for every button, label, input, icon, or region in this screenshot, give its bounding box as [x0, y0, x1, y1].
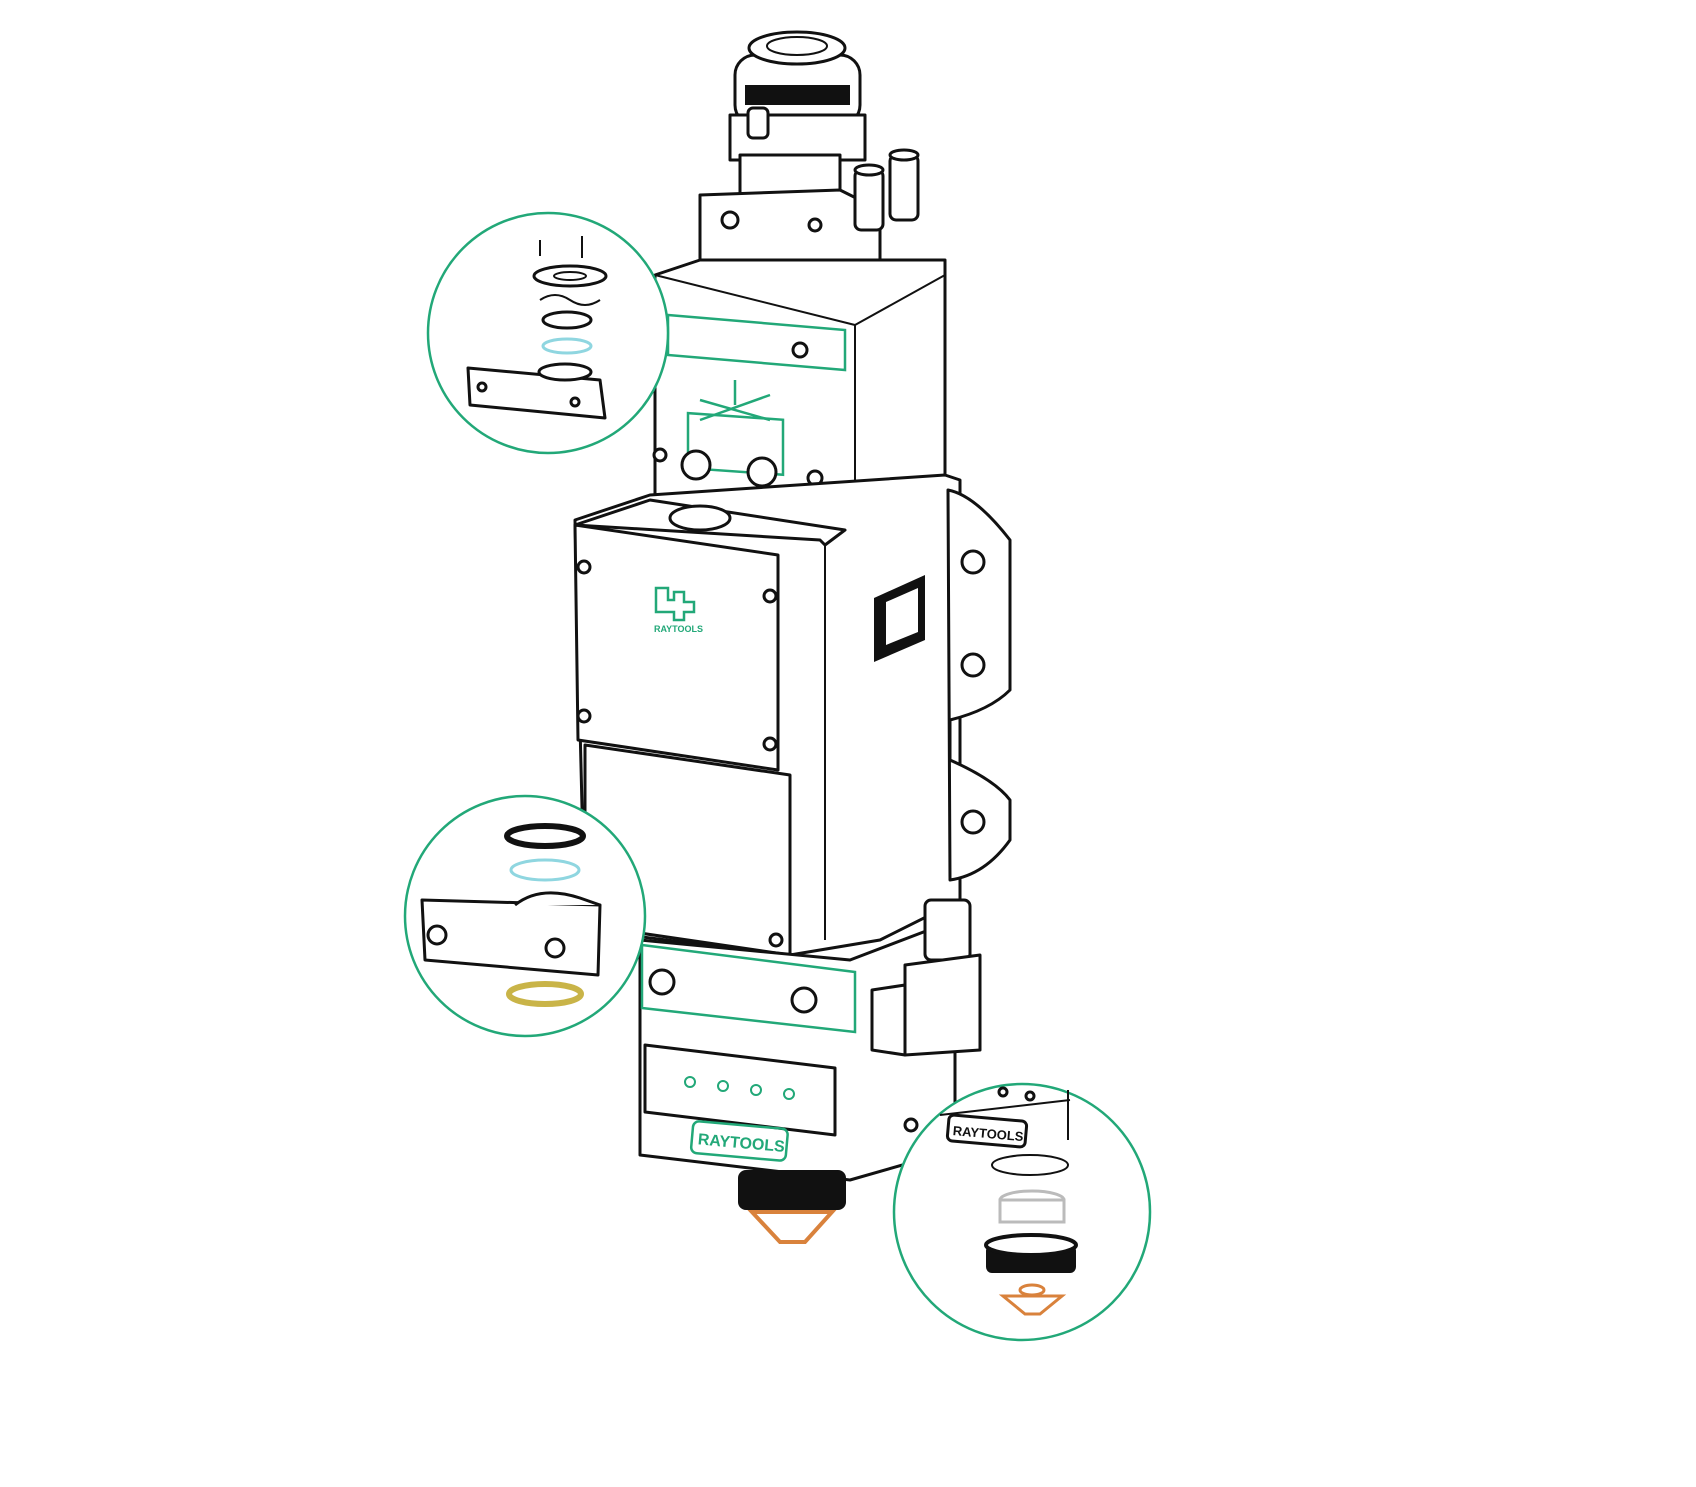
svg-text:RAYTOOLS: RAYTOOLS	[952, 1123, 1024, 1144]
fiber-connector	[728, 30, 867, 202]
mounting-bracket	[946, 488, 1012, 882]
nozzle	[738, 1170, 846, 1244]
main-body: RAYTOOLS	[573, 473, 1012, 957]
callout-collimating-lens	[426, 211, 670, 455]
callout-nozzle-assembly: RAYTOOLS	[892, 1082, 1152, 1342]
capacitive-sensor-connector	[870, 898, 982, 1057]
callout-protective-window	[403, 794, 647, 1038]
svg-text:RAYTOOLS: RAYTOOLS	[654, 624, 703, 634]
raytools-logo-detail: RAYTOOLS	[945, 1113, 1029, 1149]
raytools-logo-front: RAYTOOLS	[654, 586, 703, 634]
upper-block	[698, 148, 920, 282]
air-fitting	[853, 148, 920, 232]
nameplate	[874, 575, 925, 662]
lower-body: RAYTOOLS	[638, 898, 982, 1244]
